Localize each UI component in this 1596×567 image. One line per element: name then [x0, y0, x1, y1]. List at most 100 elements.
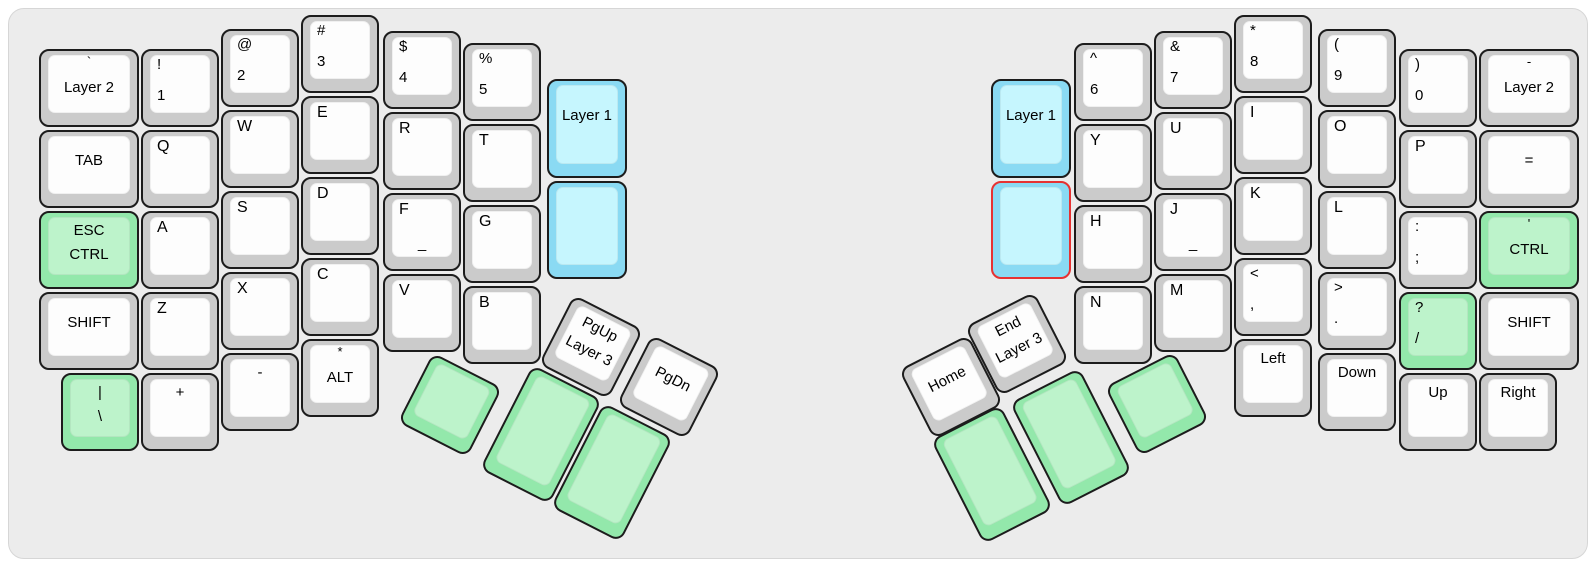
key-label: SHIFT	[67, 313, 111, 331]
key-label: F	[399, 201, 409, 218]
key-dollar-4[interactable]: $4	[383, 31, 461, 109]
keycap-top-surface	[48, 55, 130, 113]
key-i[interactable]: I	[1234, 96, 1312, 174]
key-lbracket[interactable]: [	[547, 181, 627, 279]
keycap-top-surface	[1000, 187, 1062, 265]
keycap-top-surface	[1488, 55, 1570, 113]
key-label: (	[1334, 36, 1339, 53]
key-down-arrow[interactable]: Down	[1318, 353, 1396, 431]
key-minus[interactable]: -	[221, 353, 299, 431]
key-lparen-9[interactable]: (9	[1318, 29, 1396, 107]
key-v[interactable]: V	[383, 274, 461, 352]
key-a[interactable]: A	[141, 211, 219, 289]
keycap-top-surface	[1163, 280, 1223, 338]
key-equals[interactable]: =	[1479, 130, 1579, 208]
key-y[interactable]: Y	[1074, 124, 1152, 202]
key-s[interactable]: S	[221, 191, 299, 269]
key-layer1-left[interactable]: Layer 1	[547, 79, 627, 178]
keycap-top-surface	[150, 217, 210, 275]
key-label: S	[237, 199, 248, 216]
keycap-top-surface	[1163, 37, 1223, 95]
key-left-arrow[interactable]: Left	[1234, 339, 1312, 417]
keycap-top-surface	[1408, 217, 1468, 275]
key-label: TAB	[74, 151, 104, 169]
key-excl-1[interactable]: !1	[141, 49, 219, 127]
keycap-top-surface	[1115, 360, 1196, 440]
key-l[interactable]: L	[1318, 191, 1396, 269]
key-n[interactable]: N	[1074, 286, 1152, 364]
key-super-left[interactable]: SUPER	[397, 352, 503, 458]
key-g[interactable]: G	[463, 205, 541, 283]
key-label: Left	[1260, 350, 1286, 367]
keycap-top-surface	[1243, 21, 1303, 79]
key-ast-8[interactable]: *8	[1234, 15, 1312, 93]
key-tab[interactable]: TAB	[39, 130, 139, 208]
key-label: |	[98, 384, 102, 401]
key-layer1-right[interactable]: Layer 1	[991, 79, 1071, 178]
key-label: N	[1090, 294, 1102, 311]
key-hash-3[interactable]: #3	[301, 15, 379, 93]
key-label: B	[479, 294, 490, 311]
key-label: !	[157, 56, 162, 73]
keycap-top-surface	[1243, 102, 1303, 160]
key-super-right[interactable]: SUPER	[1104, 351, 1210, 457]
key-gt-period[interactable]: >.	[1318, 272, 1396, 350]
key-up-arrow[interactable]: Up	[1399, 373, 1477, 451]
key-w[interactable]: W	[221, 110, 299, 188]
key-pct-5[interactable]: %5	[463, 43, 541, 121]
key-colon-semi[interactable]: :;	[1399, 211, 1477, 289]
key-d[interactable]: D	[301, 177, 379, 255]
key-shift-left[interactable]: SHIFT	[39, 292, 139, 370]
key-c[interactable]: C	[301, 258, 379, 336]
key-label: Layer 2	[63, 79, 115, 96]
keycap-top-surface	[1327, 197, 1387, 255]
key-shift-right[interactable]: SHIFT	[1479, 292, 1579, 370]
key-t[interactable]: T	[463, 124, 541, 202]
key-b[interactable]: B	[463, 286, 541, 364]
key-amp-7[interactable]: &7	[1154, 31, 1232, 109]
key-label: \	[97, 408, 103, 425]
key-label: T	[479, 132, 489, 149]
key-label: P	[1415, 138, 1426, 155]
key-question-slash[interactable]: ?/	[1399, 292, 1477, 370]
key-label: _	[417, 235, 427, 252]
key-p[interactable]: P	[1399, 130, 1477, 208]
key-m[interactable]: M	[1154, 274, 1232, 352]
key-ast-alt[interactable]: *ALT	[301, 339, 379, 417]
key-x[interactable]: X	[221, 272, 299, 350]
key-label: O	[1334, 118, 1347, 135]
keycap-top-surface	[1243, 183, 1303, 241]
key-label: 8	[1250, 53, 1259, 70]
key-label: <	[1250, 265, 1259, 282]
key-lt-comma[interactable]: <,	[1234, 258, 1312, 336]
key-label: 1	[157, 87, 166, 104]
key-rparen-0[interactable]: )0	[1399, 49, 1477, 127]
keycap-top-surface	[150, 136, 210, 194]
key-plus[interactable]: +	[141, 373, 219, 451]
keycap-top-surface	[48, 136, 130, 194]
key-right-arrow[interactable]: Right	[1479, 373, 1557, 451]
key-label: Layer 1	[1005, 106, 1057, 124]
key-pipe-backslash[interactable]: |\	[61, 373, 139, 451]
key-minus-layer2[interactable]: -Layer 2	[1479, 49, 1579, 127]
key-o[interactable]: O	[1318, 110, 1396, 188]
key-label: :	[1415, 218, 1420, 235]
key-r[interactable]: R	[383, 112, 461, 190]
key-label: Z	[157, 300, 167, 317]
key-z[interactable]: Z	[141, 292, 219, 370]
key-rbracket[interactable]: ]	[991, 181, 1071, 279]
key-u[interactable]: U	[1154, 112, 1232, 190]
key-k[interactable]: K	[1234, 177, 1312, 255]
key-f[interactable]: F_	[383, 193, 461, 271]
key-h[interactable]: H	[1074, 205, 1152, 283]
key-quote-ctrl[interactable]: 'CTRL	[1479, 211, 1579, 289]
key-at-2[interactable]: @2	[221, 29, 299, 107]
key-q[interactable]: Q	[141, 130, 219, 208]
key-grave-layer2[interactable]: `Layer 2	[39, 49, 139, 127]
key-j[interactable]: J_	[1154, 193, 1232, 271]
key-e[interactable]: E	[301, 96, 379, 174]
key-caret-6[interactable]: ^6	[1074, 43, 1152, 121]
key-label: K	[1250, 185, 1261, 202]
keycap-top-surface	[310, 102, 370, 160]
